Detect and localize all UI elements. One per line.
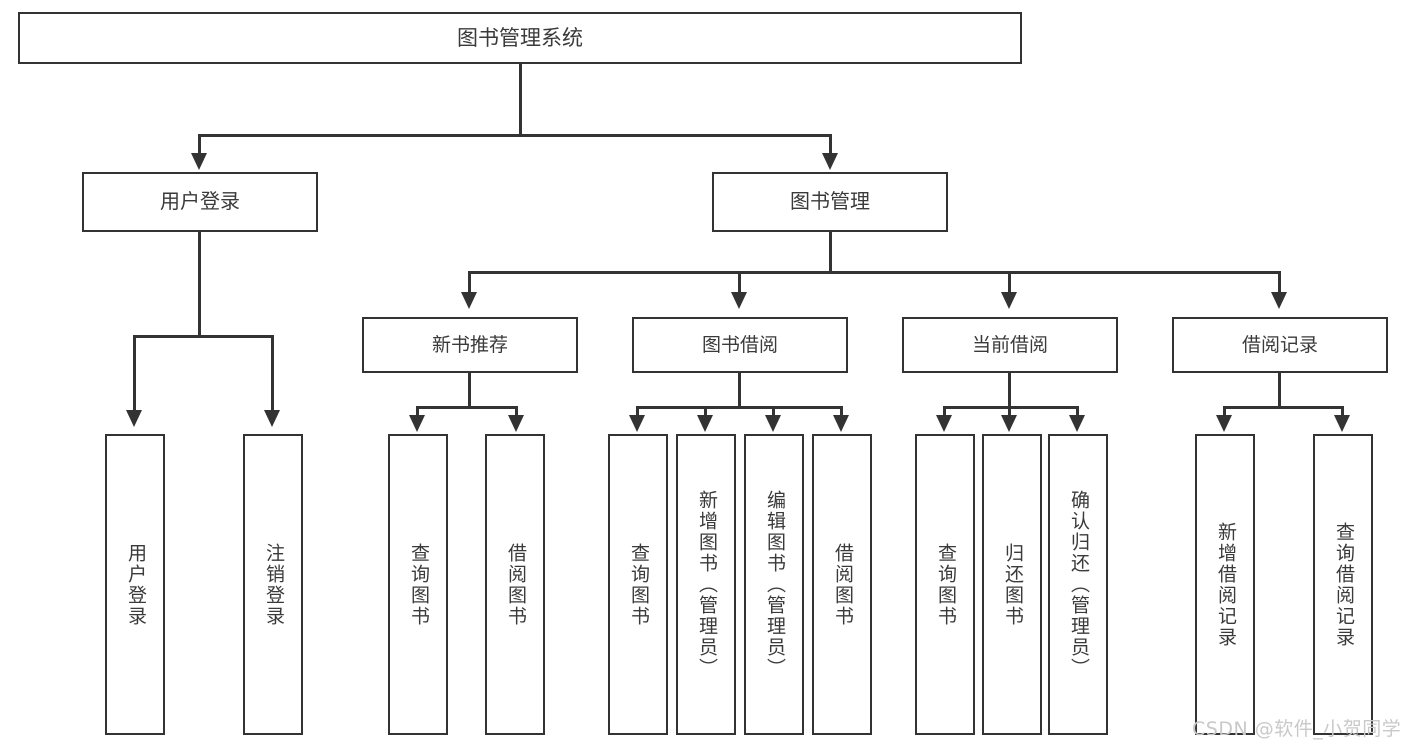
edge-current-borrow-to-leaf-1 (943, 406, 946, 418)
edge-book-manage-rail (468, 271, 1279, 274)
edge-current-borrow-to-leaf-2 (1008, 406, 1011, 418)
edge-book-manage-stem (829, 232, 832, 274)
edge-root-to-book-manage (829, 134, 832, 156)
arrow-book-borrow-to-leaf-3 (765, 415, 781, 432)
leaf-user-login-1[interactable]: 用户登录 (105, 434, 165, 735)
leaf-label: 用户登录 (124, 542, 147, 627)
edge-book-borrow-to-leaf-3 (772, 406, 775, 418)
edge-root-rail (198, 134, 832, 137)
edge-to-new-book-recommend (468, 271, 471, 295)
arrow-new-book-to-leaf-1 (409, 415, 425, 432)
node-book-borrow[interactable]: 图书借阅 (632, 317, 848, 373)
edge-user-login-stem (198, 232, 201, 338)
leaf-label: 查询图书 (934, 542, 957, 627)
node-user-login[interactable]: 用户登录 (82, 172, 318, 232)
arrow-borrow-record-to-leaf-2 (1334, 415, 1350, 432)
edge-borrow-record-stem (1278, 373, 1281, 409)
arrow-user-login-to-leaf-1 (126, 410, 142, 427)
edge-borrow-record-rail (1223, 406, 1343, 409)
leaf-label: 借阅图书 (504, 542, 527, 627)
arrow-root-to-book-manage (822, 153, 838, 170)
leaf-label: 借阅图书 (831, 542, 854, 627)
leaf-label: 查询图书 (407, 542, 430, 627)
arrow-root-to-user-login (191, 153, 207, 170)
leaf-label: 编辑图书（管理员） (763, 490, 786, 679)
arrow-current-borrow-to-leaf-1 (936, 415, 952, 432)
arrow-book-borrow-to-leaf-2 (697, 415, 713, 432)
edge-to-current-borrow (1008, 271, 1011, 295)
edge-borrow-record-to-leaf-1 (1223, 406, 1226, 418)
edge-new-book-to-leaf-1 (416, 406, 419, 418)
leaf-new-book-recommend-1[interactable]: 查询图书 (388, 434, 448, 735)
arrow-current-borrow-to-leaf-2 (1001, 415, 1017, 432)
edge-new-book-rail (416, 406, 518, 409)
arrow-borrow-record-to-leaf-1 (1216, 415, 1232, 432)
node-new-book-recommend[interactable]: 新书推荐 (362, 317, 578, 373)
node-current-borrow[interactable]: 当前借阅 (902, 317, 1118, 373)
arrow-user-login-to-leaf-2 (264, 410, 280, 427)
edge-user-login-to-leaf-2 (271, 335, 274, 413)
edge-borrow-record-to-leaf-2 (1341, 406, 1344, 418)
arrow-new-book-to-leaf-2 (508, 415, 524, 432)
leaf-current-borrow-3[interactable]: 确认归还（管理员） (1048, 434, 1108, 735)
leaf-label: 查询借阅记录 (1332, 521, 1355, 648)
arrow-book-borrow-to-leaf-1 (629, 415, 645, 432)
leaf-book-borrow-2[interactable]: 新增图书（管理员） (676, 434, 736, 735)
leaf-book-borrow-3[interactable]: 编辑图书（管理员） (744, 434, 804, 735)
edge-root-stem (519, 64, 522, 136)
edge-to-borrow-record (1278, 271, 1281, 295)
node-book-management[interactable]: 图书管理 (712, 172, 948, 232)
leaf-label: 注销登录 (262, 542, 285, 627)
edge-book-borrow-stem (738, 373, 741, 409)
edge-book-borrow-to-leaf-1 (636, 406, 639, 418)
leaf-label: 归还图书 (1001, 542, 1024, 627)
leaf-borrow-record-2[interactable]: 查询借阅记录 (1313, 434, 1373, 735)
arrow-to-current-borrow (1001, 292, 1017, 309)
edge-user-login-rail (133, 335, 273, 338)
edge-new-book-to-leaf-2 (515, 406, 518, 418)
edge-book-borrow-to-leaf-2 (704, 406, 707, 418)
edge-current-borrow-to-leaf-3 (1076, 406, 1079, 418)
leaf-label: 新增图书（管理员） (695, 490, 718, 679)
leaf-borrow-record-1[interactable]: 新增借阅记录 (1195, 434, 1255, 735)
arrow-to-new-book-recommend (461, 292, 477, 309)
leaf-user-login-2[interactable]: 注销登录 (243, 434, 303, 735)
leaf-current-borrow-2[interactable]: 归还图书 (982, 434, 1042, 735)
arrow-book-borrow-to-leaf-4 (833, 415, 849, 432)
node-borrow-record[interactable]: 借阅记录 (1172, 317, 1388, 373)
node-root-system[interactable]: 图书管理系统 (18, 12, 1022, 64)
leaf-book-borrow-4[interactable]: 借阅图书 (812, 434, 872, 735)
edge-root-to-user-login (198, 134, 201, 156)
leaf-book-borrow-1[interactable]: 查询图书 (608, 434, 668, 735)
edge-new-book-stem (468, 373, 471, 409)
leaf-label: 新增借阅记录 (1214, 521, 1237, 648)
edge-book-borrow-rail (636, 406, 842, 409)
edge-user-login-to-leaf-1 (133, 335, 136, 413)
leaf-current-borrow-1[interactable]: 查询图书 (915, 434, 975, 735)
arrow-to-book-borrow (731, 292, 747, 309)
edge-to-book-borrow (738, 271, 741, 295)
leaf-label: 确认归还（管理员） (1067, 490, 1090, 679)
leaf-new-book-recommend-2[interactable]: 借阅图书 (485, 434, 545, 735)
edge-current-borrow-stem (1008, 373, 1011, 409)
arrow-current-borrow-to-leaf-3 (1069, 415, 1085, 432)
arrow-to-borrow-record (1271, 292, 1287, 309)
edge-book-borrow-to-leaf-4 (840, 406, 843, 418)
leaf-label: 查询图书 (627, 542, 650, 627)
